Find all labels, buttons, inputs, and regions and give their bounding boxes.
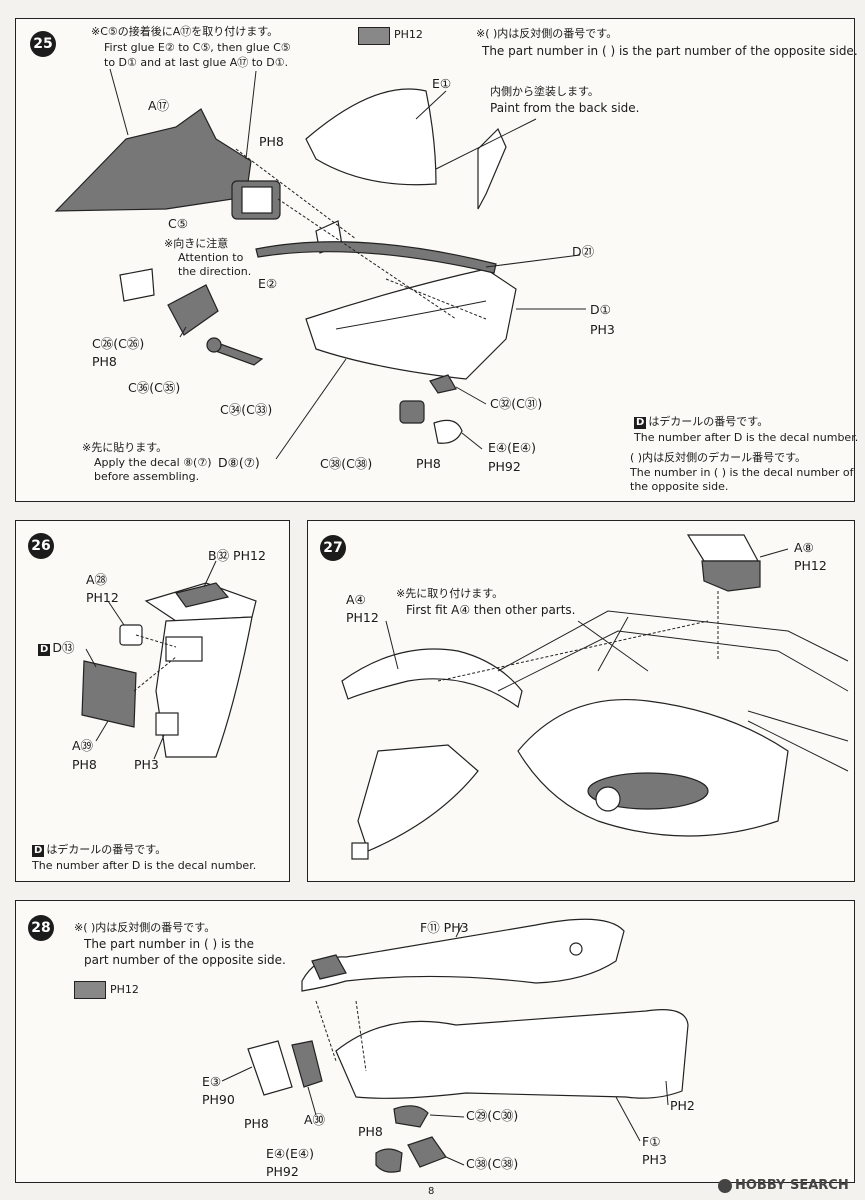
decal-first-note-en-2: before assembling. (94, 470, 200, 483)
decal-number-note-en: The number after D is the decal number. (32, 859, 257, 872)
label-A39: A㊴ (72, 738, 94, 753)
step-number: 28 (28, 915, 54, 941)
glue-order-note-en-1: First glue E② to C⑤, then glue C⑤ (104, 41, 291, 54)
step-26-illustration (81, 560, 257, 760)
decal-opposite-note-en-2: the opposite side. (630, 480, 729, 493)
label-PH8-b: PH8 (358, 1124, 383, 1139)
decal-opposite-note-jp: ( )内は反対側のデカール番号です。 (630, 451, 806, 464)
label-PH2: PH2 (670, 1098, 695, 1113)
decal-marker: D (38, 644, 51, 656)
label-C38: C㊳(C㊳) (320, 456, 373, 471)
back-paint-note-jp: 内側から塗装します。 (490, 85, 599, 98)
step-number: 26 (28, 533, 54, 559)
label-PH3: PH3 (642, 1152, 667, 1167)
label-PH12-b: PH12 (794, 558, 827, 573)
step-27-panel: 27 ※先に取り付けます。 First fit A④ then other pa… (307, 520, 855, 882)
label-PH92: PH92 (266, 1164, 299, 1179)
watermark: HOBBY SEARCH (718, 1178, 849, 1193)
decal-number-note-en: The number after D is the decal number. (634, 431, 859, 444)
label-PH92: PH92 (488, 459, 521, 474)
label-A4: A④ (346, 592, 366, 607)
label-A28: A㉘ (86, 572, 108, 587)
label-E4: E④(E④) (488, 440, 536, 455)
glue-order-note-en-2: to D① and at last glue A⑰ to D①. (104, 56, 289, 69)
label-D1: D① (590, 302, 611, 317)
label-PH90: PH90 (202, 1092, 235, 1107)
step-25-illustration (54, 68, 586, 460)
direction-note-jp: ※向きに注意 (164, 237, 229, 250)
label-PH8-a: PH8 (244, 1116, 269, 1131)
label-C36: C㊱(C㉟) (128, 380, 181, 395)
paint-swatch-code: PH12 (394, 28, 423, 41)
step-25-panel: 25 ※C⑤の接着後にA⑰を取り付けます。 First glue E② to C… (15, 18, 859, 502)
label-PH12-a: PH12 (346, 610, 379, 625)
glue-order-note-jp: ※C⑤の接着後にA⑰を取り付けます。 (91, 25, 279, 38)
label-C29: C㉙(C㉚) (466, 1108, 519, 1123)
label-PH8-b: PH8 (92, 354, 117, 369)
back-paint-note-en: Paint from the back side. (490, 101, 640, 115)
opposite-side-note-en-2: part number of the opposite side. (84, 953, 286, 967)
opposite-side-note-en-1: The part number in ( ) is the (84, 937, 255, 951)
label-E2: E② (258, 276, 278, 291)
label-F1: F① (642, 1134, 661, 1149)
step-27-illustration (341, 534, 849, 860)
label-PH8: PH8 (72, 757, 97, 772)
step-number: 27 (320, 535, 346, 561)
paint-swatch (74, 981, 106, 999)
label-E4: E④(E④) (266, 1146, 314, 1161)
label-F11: F⑪ PH3 (420, 920, 469, 935)
paint-swatch-code: PH12 (110, 983, 139, 996)
label-C26: C㉖(C㉖) (92, 336, 145, 351)
label-C38: C㊳(C㊳) (466, 1156, 519, 1171)
decal-marker: D (32, 845, 45, 857)
direction-note-en-2: the direction. (178, 265, 252, 278)
label-E1: E① (432, 76, 452, 91)
step-number: 25 (30, 31, 56, 57)
paint-swatch (358, 27, 390, 45)
label-C34: C㉞(C㉝) (220, 402, 273, 417)
opposite-side-note-jp: ※( )内は反対側の番号です。 (476, 27, 618, 40)
decal-opposite-note-en-1: The number in ( ) is the decal number of (630, 466, 854, 479)
opposite-side-note-jp: ※( )内は反対側の番号です。 (74, 921, 216, 934)
label-PH3: PH3 (134, 757, 159, 772)
label-D8: D⑧(⑦) (218, 455, 260, 470)
label-C32: C㉜(C㉛) (490, 396, 543, 411)
label-C5: C⑤ (168, 216, 188, 231)
opposite-side-note-en: The part number in ( ) is the part numbe… (482, 44, 858, 58)
first-fit-note-jp: ※先に取り付けます。 (396, 587, 504, 600)
label-A8: A⑧ (794, 540, 814, 555)
page-number: 8 (428, 1186, 435, 1197)
direction-note-en-1: Attention to (178, 251, 244, 264)
label-A30: A㉚ (304, 1112, 326, 1127)
step-28-illustration (221, 918, 689, 1173)
watermark-logo-icon (718, 1178, 732, 1193)
first-fit-note-en: First fit A④ then other parts. (406, 603, 576, 617)
label-E3: E③ (202, 1074, 222, 1089)
decal-first-note-en-1: Apply the decal ⑧(⑦) (94, 456, 212, 469)
label-B32: B㉜ PH12 (208, 548, 266, 563)
decal-first-note-jp: ※先に貼ります。 (82, 441, 168, 454)
decal-marker: D (634, 417, 647, 429)
step-28-panel: 28 ※( )内は反対側の番号です。 The part number in ( … (15, 900, 855, 1183)
label-PH3: PH3 (590, 322, 615, 337)
label-A17: A⑰ (148, 98, 170, 113)
label-PH8-a: PH8 (259, 134, 284, 149)
label-PH8-c: PH8 (416, 456, 441, 471)
label-PH12: PH12 (86, 590, 119, 605)
